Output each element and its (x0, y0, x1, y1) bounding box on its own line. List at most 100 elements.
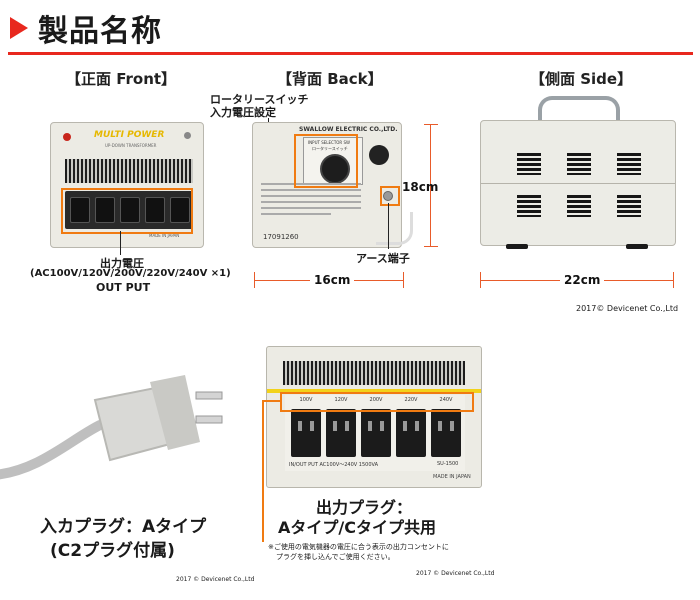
rotary-switch-callout (294, 134, 358, 188)
height-dim-line (430, 124, 431, 246)
input-plug-label-2: (C2プラグ付属) (50, 541, 175, 561)
voltage-label: 120V (334, 397, 348, 403)
side-vent (567, 153, 591, 175)
output-voltage-values: (AC100V/120V/200V/220V/240V ×1) (30, 268, 231, 279)
rotary-switch-label: ロータリースイッチ (210, 93, 309, 106)
voltage-label: 220V (404, 397, 418, 403)
height-dim-cap (424, 246, 438, 247)
power-cord (376, 212, 413, 245)
side-dim-cap (480, 272, 481, 288)
input-voltage-setting-label: 入力電圧設定 (210, 106, 276, 119)
closeup-made: MADE IN JAPAN (433, 474, 471, 480)
back-brand-plate: SWALLOW ELECTRIC CO.,LTD. (299, 126, 398, 133)
copyright-top: 2017© Devicenet Co.,Ltd (576, 304, 679, 313)
width-dim-cap (403, 272, 404, 288)
socket-slot (310, 421, 314, 431)
screw-icon (184, 132, 191, 139)
side-seam (481, 183, 675, 184)
socket-slot (450, 421, 454, 431)
back-view-title: 【背面 Back】 (277, 70, 383, 88)
front-made-label: MADE IN JAPAN (149, 233, 180, 238)
triangle-marker-icon (10, 17, 28, 39)
callout-connector (262, 400, 264, 542)
outlet-socket (95, 197, 115, 223)
side-dim-text: 22cm (560, 273, 605, 287)
side-view-title: 【側面 Side】 (530, 70, 633, 88)
socket-slot (415, 421, 419, 431)
output-put-label: OUT PUT (96, 281, 151, 294)
copyright-left: 2017 © Devicenet Co.,Ltd (176, 576, 255, 583)
voltage-label-callout (280, 392, 474, 412)
side-vent (617, 195, 641, 217)
socket-slot (380, 421, 384, 431)
input-plug-image (0, 330, 250, 490)
side-dim-cap (673, 272, 674, 288)
closeup-model: SU-1500 (437, 461, 459, 467)
copyright-right: 2017 © Devicenet Co.,Ltd (416, 570, 495, 577)
voltage-label: 240V (439, 397, 453, 403)
earth-terminal-callout (380, 186, 400, 206)
closeup-socket-row (285, 409, 465, 457)
socket-slot (345, 421, 349, 431)
outlet-socket (326, 409, 356, 457)
side-vent (617, 153, 641, 175)
width-dim-cap (254, 272, 255, 288)
page-header: 製品名称 (0, 0, 700, 56)
front-view-device: MULTI POWER UP-DOWN TRANSFORMER MADE IN … (50, 122, 204, 248)
side-vent (517, 153, 541, 175)
voltage-label-row: 100V 120V 200V 220V 240V (285, 397, 465, 407)
header-divider (8, 52, 693, 55)
outlet-socket (291, 409, 321, 457)
voltage-label: 200V (369, 397, 383, 403)
callout-connector (262, 400, 280, 402)
page-title: 製品名称 (38, 14, 162, 49)
outlet-socket (145, 197, 165, 223)
outlet-socket (120, 197, 140, 223)
output-closeup-device: 100V 120V 200V 220V 240V IN/OUT PUT AC100V〜2… (266, 346, 482, 488)
outlet-socket (170, 197, 190, 223)
yellow-stripe (267, 389, 481, 393)
side-view-device (480, 120, 676, 246)
side-vent (567, 195, 591, 217)
closeup-bottom-text: IN/OUT PUT AC100V〜240V 1500VA (289, 462, 379, 468)
socket-slot (438, 421, 442, 431)
selector-plate-label: INPUT SELECTOR SW (308, 140, 350, 145)
socket-slot (333, 421, 337, 431)
side-vent (517, 195, 541, 217)
rubber-foot (626, 244, 648, 249)
outlet-socket (396, 409, 426, 457)
voltage-label: 100V (299, 397, 313, 403)
leader-line (120, 231, 121, 255)
socket-slot (368, 421, 372, 431)
rotary-knob[interactable] (320, 154, 350, 184)
earth-terminal-icon (383, 191, 393, 201)
input-plug-label-1: 入カプラグ：Aタイプ (40, 517, 207, 537)
front-outlet-panel (65, 191, 193, 229)
note-line-2: プラグを挿し込んでご使用ください。 (276, 553, 395, 561)
output-plug-label-1: 出力プラグ： (316, 498, 413, 517)
earth-terminal-label: アース端子 (356, 252, 410, 265)
outlet-socket (361, 409, 391, 457)
outlet-socket (431, 409, 461, 457)
closeup-vent-grille (283, 361, 465, 385)
socket-slot (403, 421, 407, 431)
closeup-outlet-panel: 100V 120V 200V 220V 240V IN/OUT PUT AC100V〜2… (285, 395, 465, 471)
front-vent-grille (65, 159, 193, 183)
output-voltage-label: 出力電圧 (100, 257, 144, 270)
back-warning-text (261, 179, 361, 227)
note-line-1: ※ご使用の電気機器の電圧に合う表示の出力コンセントに (268, 543, 449, 551)
front-outlet-callout (61, 188, 193, 234)
socket-slot (298, 421, 302, 431)
outlet-socket (70, 197, 90, 223)
width-dim-text: 16cm (310, 273, 355, 287)
fuse-holder-icon (369, 145, 389, 165)
carry-handle (538, 96, 620, 130)
rubber-foot (506, 244, 528, 249)
height-dim-cap (424, 124, 438, 125)
height-dim-text: 18cm (402, 180, 439, 194)
front-subtitle: UP-DOWN TRANSFORMER (105, 143, 157, 148)
serial-number: 17091260 (263, 233, 299, 241)
leader-line (388, 203, 389, 249)
front-brand-logo: MULTI POWER (94, 130, 165, 140)
selector-plate-jp: ロータリースイッチ (312, 146, 348, 151)
